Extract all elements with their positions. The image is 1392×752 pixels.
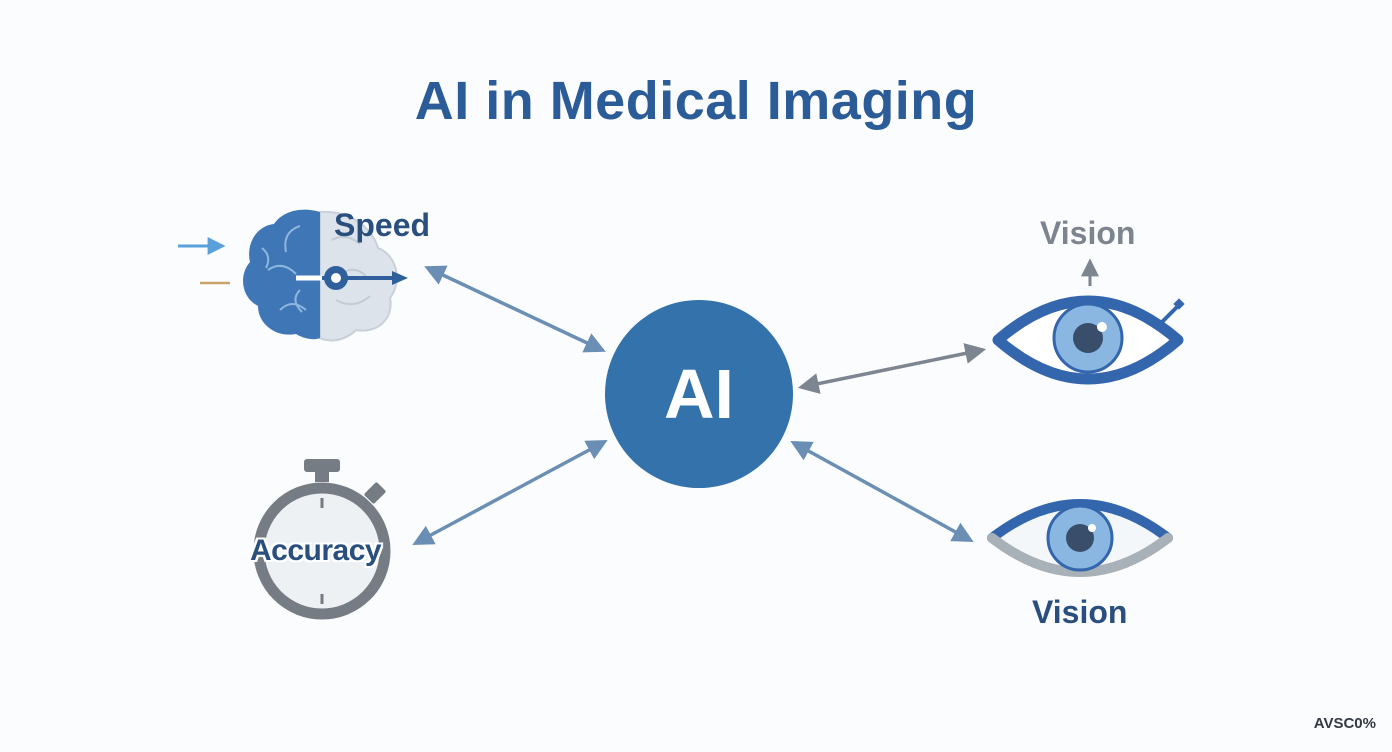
eye-icon (992, 258, 1185, 385)
connector-accuracy (412, 440, 608, 545)
brain-icon (178, 209, 408, 342)
stopwatch-icon (253, 459, 391, 620)
speed-label: Speed (334, 207, 431, 243)
vision-top-label: Vision (1040, 215, 1136, 251)
connector-vision-bottom (790, 440, 974, 543)
ai-center-circle (605, 300, 793, 488)
eye-icon (987, 499, 1173, 577)
page-title: AI in Medical Imaging (414, 71, 978, 131)
accuracy-label: Accuracy (250, 534, 382, 567)
watermark: AVSC0% (1313, 715, 1376, 732)
connector-vision-top (797, 343, 987, 394)
vision-bottom-label: Vision (1032, 594, 1128, 630)
connector-speed (424, 265, 606, 353)
ai-center-label: AI (664, 355, 734, 433)
